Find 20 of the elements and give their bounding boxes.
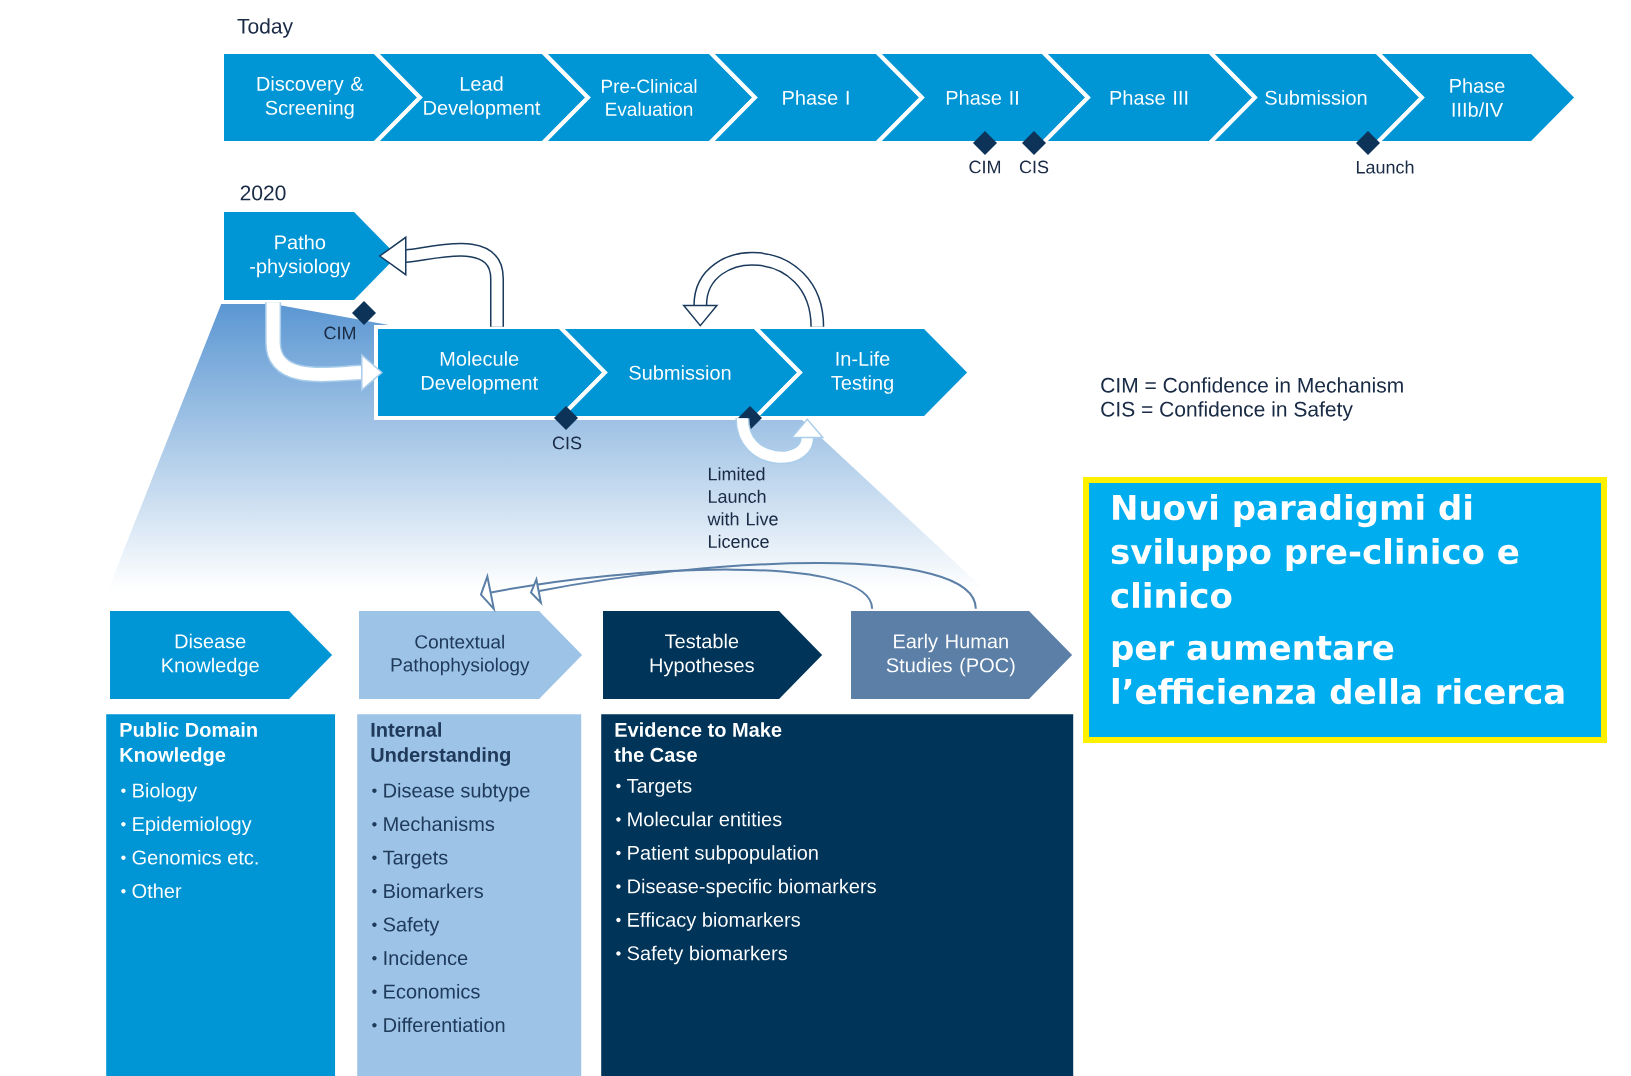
chevron-box: Disease Knowledge — [106, 607, 338, 703]
chevron-box: Testable Hypotheses — [599, 607, 828, 703]
list-panel: Internal Understanding Disease subtype Mechanisms Targets Biomarkers Safety Incidence Economics Differentiation — [357, 714, 582, 1076]
milestone-label: Launch — [1356, 160, 1414, 174]
milestone-label: 2020 — [240, 185, 286, 201]
curved-arrow — [479, 568, 874, 613]
title-box: Nuovi paradigmi di sviluppo pre-clinico e clinico per aumentare l’efficienza della ricerca — [1083, 477, 1607, 743]
milestone-label: CIM — [969, 160, 1001, 174]
key-text: CIS = Confidence in Safety — [1101, 401, 1353, 421]
chevron-box: Contextual Pathophysiology — [355, 607, 588, 703]
chevron-box: Early Human Studies (POC) — [847, 607, 1078, 703]
milestone-label: CIS — [552, 436, 582, 450]
list-panel: Public Domain Knowledge Biology Epidemiology Genomics etc. Other — [106, 714, 336, 1076]
chevron-box: Patho -physiology — [220, 208, 403, 304]
key-text: CIM = Confidence in Mechanism — [1101, 377, 1403, 393]
annotation-text: Limited Launch with Live Licence — [707, 467, 778, 548]
list-panel: Evidence to Make the Case Targets Molecular entities Patient subpopulation Disease-specific biomarkers Efficacy biomarkers Safety biomarkers — [601, 714, 1074, 1076]
node-label: Phase IIIb/IV — [1450, 78, 1505, 117]
milestone-label: CIM — [324, 326, 356, 340]
milestone-label: CIS — [1019, 160, 1049, 174]
